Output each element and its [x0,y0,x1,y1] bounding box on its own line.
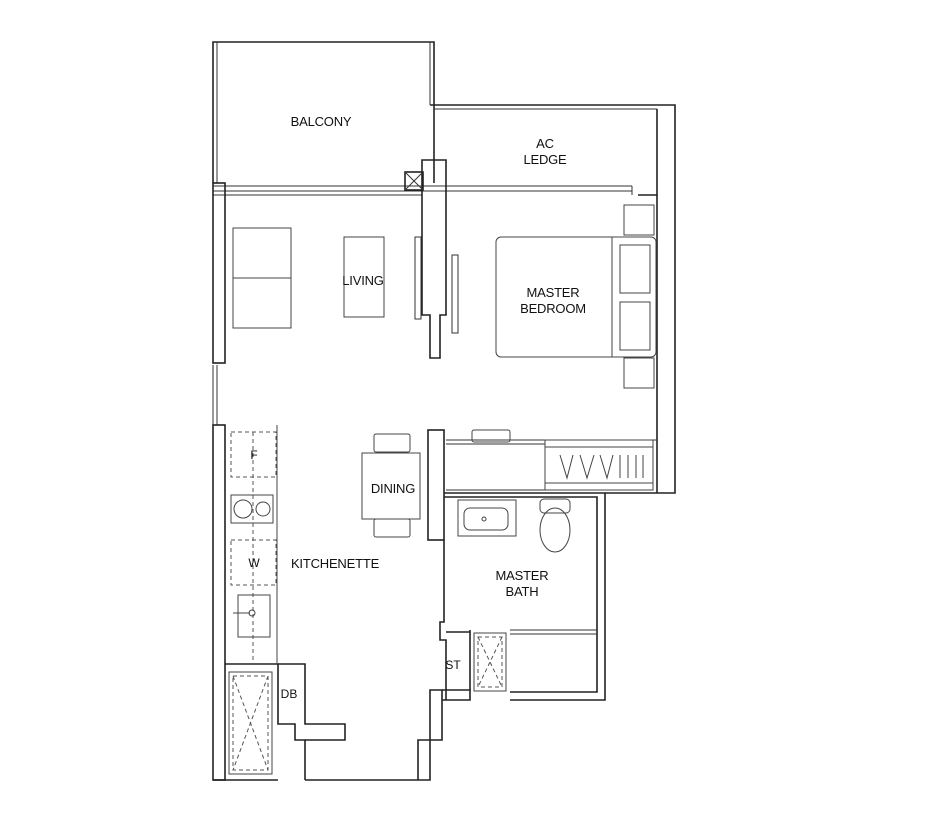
balcony-area [212,41,435,183]
room-label-master-bath-line2: BATH [506,584,539,599]
room-label-master-bedroom-line2: BEDROOM [520,301,586,316]
room-label-db: DB [281,687,298,701]
room-label-master-bath-line1: MASTER [496,568,549,583]
shoe-cabinet [228,671,273,775]
left-exterior-wall [212,182,226,781]
bathroom-walls [439,492,606,701]
room-label-ac-ledge-line2: LEDGE [523,152,567,167]
central-column [404,159,459,359]
bedroom-walls [427,195,658,541]
shower [473,632,507,692]
toilet [539,498,571,553]
room-label-ac-ledge-line1: AC [536,136,554,151]
bed [495,204,657,389]
sofa [232,227,292,329]
room-label-dining: DINING [371,481,415,496]
kitchen-counter [230,425,278,664]
bathroom-vanity [457,499,517,537]
room-label-living: LIVING [342,273,384,288]
coffee-table [343,236,385,318]
bottom-walls [213,663,443,781]
room-label-store: ST [445,658,461,672]
dining-table [361,433,421,538]
bedroom-desk-chair [471,429,511,443]
room-label-master-bedroom-line1: MASTER [527,285,580,300]
room-label-kitchenette: KITCHENETTE [291,556,380,571]
wardrobe [544,439,654,491]
room-label-balcony: BALCONY [291,114,352,129]
fixture-label-fridge: F [250,448,257,462]
fixture-label-washer: W [248,556,260,570]
